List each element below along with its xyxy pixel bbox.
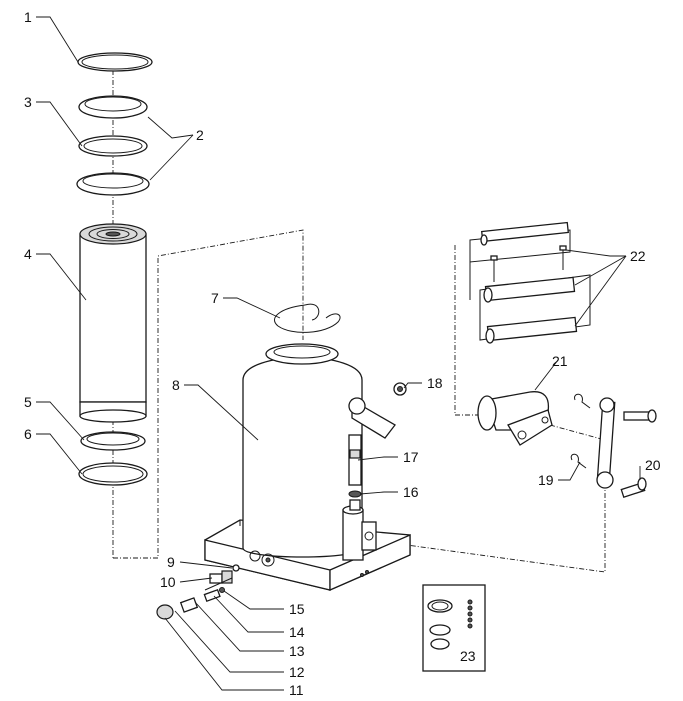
callout-3: 3 bbox=[24, 94, 32, 110]
callout-20: 20 bbox=[645, 457, 661, 473]
callout-labels: 1 2 3 4 5 6 7 8 9 10 11 12 13 14 15 16 1… bbox=[24, 9, 661, 698]
callout-7: 7 bbox=[211, 290, 219, 306]
callout-19: 19 bbox=[538, 472, 554, 488]
part-8-jack-body bbox=[204, 343, 411, 591]
part-5-6-seals bbox=[78, 431, 148, 486]
callout-23: 23 bbox=[460, 648, 476, 664]
part-1-retaining-ring bbox=[77, 52, 153, 72]
part-16-17-18 bbox=[348, 382, 407, 511]
callout-5: 5 bbox=[24, 394, 32, 410]
callout-4: 4 bbox=[24, 246, 32, 262]
callout-15: 15 bbox=[289, 601, 305, 617]
part-23-seal-kit bbox=[422, 584, 486, 672]
callout-14: 14 bbox=[289, 624, 305, 640]
part-22-pins bbox=[469, 221, 591, 344]
part-7-spring-clip bbox=[273, 303, 341, 333]
callout-13: 13 bbox=[289, 643, 305, 659]
callout-9: 9 bbox=[167, 554, 175, 570]
part-2-3-rings bbox=[76, 95, 150, 196]
callout-21: 21 bbox=[552, 353, 568, 369]
callout-1: 1 bbox=[24, 9, 32, 25]
callout-2: 2 bbox=[196, 127, 204, 143]
callout-22: 22 bbox=[630, 248, 646, 264]
leader-lines bbox=[36, 16, 641, 691]
callout-12: 12 bbox=[289, 664, 305, 680]
callout-10: 10 bbox=[160, 574, 176, 590]
callout-16: 16 bbox=[403, 484, 419, 500]
part-21-pump-head bbox=[477, 391, 553, 446]
callout-11: 11 bbox=[289, 682, 304, 698]
part-4-ram bbox=[79, 223, 147, 423]
callout-17: 17 bbox=[403, 449, 419, 465]
callout-6: 6 bbox=[24, 426, 32, 442]
callout-8: 8 bbox=[172, 377, 180, 393]
part-19-20-link bbox=[570, 393, 657, 499]
callout-18: 18 bbox=[427, 375, 443, 391]
